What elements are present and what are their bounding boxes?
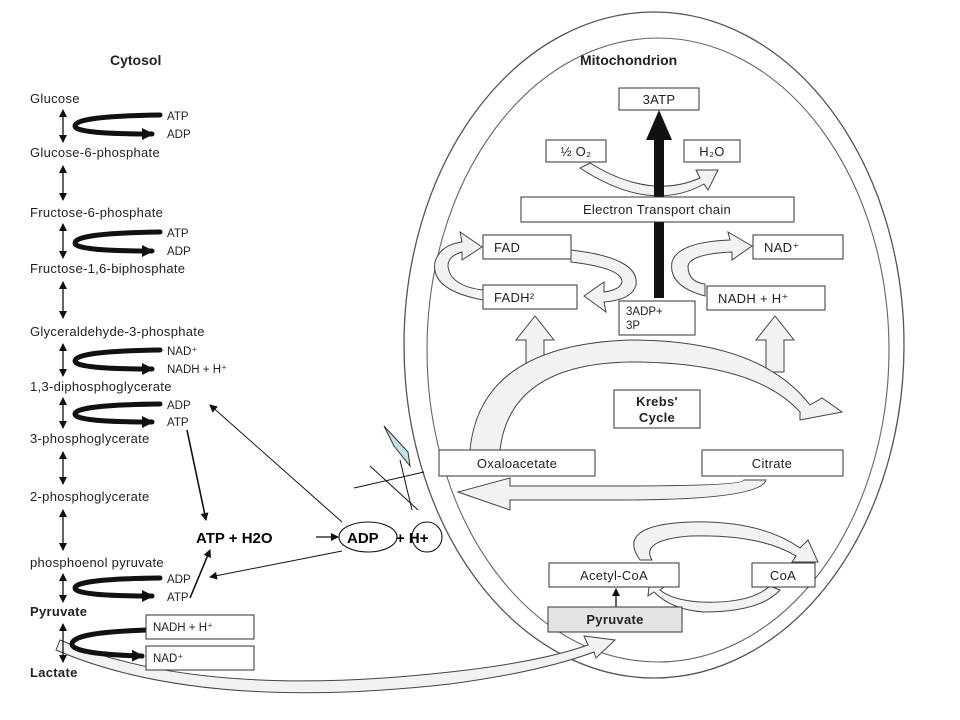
electron-transport-chain-label: Electron Transport chain [583,202,731,217]
fadh-box [482,284,578,310]
overlay-arrow-atp-lower [189,549,211,599]
citrate-to-oxaloacetate-arrow [456,477,767,511]
cofactor-atp-2: ATP [167,228,189,240]
cofactor-nadh-3: NADH + H⁺ [167,364,227,376]
citrate-label: Citrate [752,456,792,471]
coa-box [751,562,816,588]
cofactor-curve-3 [72,347,163,375]
metabolite-2-phosphoglycerate: 2-phosphoglycerate [30,489,150,504]
adp-phosphate-box [618,300,696,336]
oxaloacetate-label: Oxaloacetate [477,456,557,471]
cytosol-title: Cytosol [110,52,161,68]
nad-label: NAD⁺ [764,240,800,255]
lactate-nad-label: NAD⁺ [153,653,183,665]
nad-box [752,234,844,260]
lactate-nadh-label: NADH + H⁺ [153,622,213,634]
lactate-nad-box [145,645,255,671]
metabolite-1-3-diphosphoglycerate: 1,3-diphosphoglycerate [30,379,172,394]
metabolite-pyruvate: Pyruvate [30,604,87,619]
metabolite-phosphoenol-pyruvate: phosphoenol pyruvate [30,555,164,570]
oxygen-label: ½ O₂ [561,144,592,159]
overlay-arrow-atp-upper [186,429,209,521]
mitochondrion-outer-membrane [403,11,905,679]
overlay-adp-ellipse [338,521,398,553]
overlay-adp: ADP [347,530,379,547]
fadh-label: FADH² [494,290,535,305]
krebs-cycle-arc [469,339,844,451]
mitochondrion-title: Mitochondrion [580,52,677,68]
overlay-arrow-to-adp-lower [209,550,343,580]
cofactor-adp-2: ADP [167,246,191,258]
cofactor-atp-1: ATP [167,111,189,123]
nadh-label: NADH + H⁺ [718,291,789,306]
water-label: H₂O [699,144,724,159]
acetyl-coa-box [548,562,680,588]
cofactor-atp-4: ATP [167,417,189,429]
metabolite-glyceraldehyde-3-phosphate: Glyceraldehyde-3-phosphate [30,324,205,339]
cofactor-curve-5 [72,575,163,602]
cofactor-atp-5: ATP [167,592,189,604]
lactate-nadh-box [145,614,255,640]
fad-cycle-left-arrow [434,230,484,301]
acetyl-coa-label: Acetyl-CoA [580,568,648,583]
cofactor-adp-4: ADP [167,400,191,412]
cofactor-curve-4 [72,401,163,428]
metabolite-glucose-6-phosphate: Glucose-6-phosphate [30,145,160,160]
mito-pyruvate-label: Pyruvate [586,612,643,627]
cofactor-nad-3: NAD⁺ [167,346,197,358]
metabolite-glucose: Glucose [30,91,80,106]
metabolite-lactate: Lactate [30,665,78,680]
krebs-cycle-box [613,389,701,429]
metabolite-3-phosphoglycerate: 3-phosphoglycerate [30,431,150,446]
cofactor-curve-6 [69,627,153,662]
oxaloacetate-box [438,449,596,477]
adp-phosphate-line1: 3ADP+ [626,306,663,318]
metabolite-fructose-1-6-biphosphate: Fructose-1,6-biphosphate [30,261,185,276]
nad-cycle-arrow [671,230,753,297]
fad-cycle-right-arrow [570,249,637,314]
krebs-cycle-line1: Krebs' [636,394,678,409]
coa-label: CoA [770,568,796,583]
overlay-cross-line-3 [399,459,413,511]
oxygen-to-water-arrow [578,162,719,197]
metabolite-fructose-6-phosphate: Fructose-6-phosphate [30,205,163,220]
overlay-plus-h: + H+ [396,530,429,547]
cofactor-curve-1 [72,112,163,140]
mitochondrion-inner-membrane [426,37,890,663]
krebs-cycle-line2: Cycle [639,410,675,425]
cofactor-adp-5: ADP [167,574,191,586]
coa-return-arrow [647,575,781,613]
fad-box [482,234,572,260]
cofactor-curve-2 [72,229,163,257]
atp-output-label: 3ATP [643,92,676,107]
pyruvate-transport-arrow [55,635,617,694]
fad-label: FAD [494,240,520,255]
overlay-h-ellipse [411,521,443,553]
overlay-arrow-to-adp-upper [209,404,343,523]
nadh-box [706,285,826,311]
water-box [683,139,741,163]
oxygen-box [545,139,607,163]
overlay-cross-line-2 [353,471,425,489]
adp-phosphate-line2: 3P [626,320,640,332]
krebs-to-nadh-arrow [754,315,796,373]
citrate-box [701,449,844,477]
overlay-diamond-shape [383,425,411,468]
overlay-atp-h2o: ATP + H2O [196,530,273,547]
cofactor-adp-1: ADP [167,129,191,141]
electron-transport-chain-box [520,196,795,223]
mito-pyruvate-box [547,606,683,633]
atp-synthesis-arrow-head [646,110,672,140]
acetyl-coa-loop-arrow [633,521,819,563]
